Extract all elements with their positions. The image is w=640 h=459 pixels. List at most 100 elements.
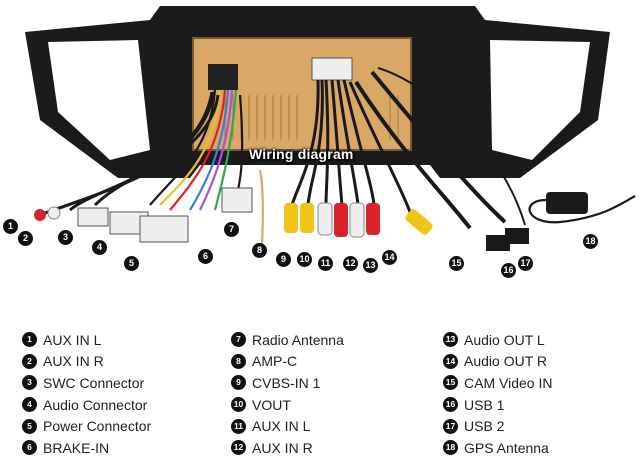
legend-number: 16	[443, 397, 458, 413]
legend-number: 13	[443, 332, 458, 348]
legend-item: 4 Audio Connector	[22, 394, 151, 416]
antenna-plug	[221, 187, 253, 213]
swc-plug	[77, 207, 109, 227]
legend-label: CVBS-IN 1	[252, 374, 321, 391]
legend-label: BRAKE-IN	[43, 439, 110, 456]
legend-item: 9 CVBS-IN 1	[231, 372, 344, 394]
rca-yellow-1	[284, 203, 298, 233]
rca-white-2	[349, 202, 365, 238]
legend-number: 8	[231, 353, 246, 369]
marker-3: 3	[58, 230, 73, 245]
legend-number: 2	[22, 353, 37, 369]
legend-label: CAM Video IN	[464, 374, 553, 391]
legend-label: Radio Antenna	[252, 331, 344, 348]
legend-label: AUX IN R	[43, 353, 104, 370]
legend-number: 17	[443, 418, 458, 434]
head-unit-drawing	[25, 6, 636, 251]
legend-label: AUX IN R	[252, 439, 313, 456]
rca-white-1	[317, 202, 333, 236]
marker-7: 7	[224, 222, 239, 237]
frame-left-opening	[48, 40, 150, 160]
rca-red-1	[334, 203, 348, 237]
legend-item: 8 AMP-C	[231, 351, 344, 373]
marker-17: 17	[518, 256, 533, 271]
legend-item: 15 CAM Video IN	[443, 372, 552, 394]
legend-item: 17 USB 2	[443, 415, 552, 437]
marker-6: 6	[198, 249, 213, 264]
wire-harness	[44, 67, 526, 246]
legend-item: 2 AUX IN R	[22, 351, 151, 373]
legend-column-1: 1 AUX IN L 2 AUX IN R 3 SWC Connector 4 Audi…	[22, 329, 151, 459]
legend-column-3: 13 Audio OUT L 14 Audio OUT R 15 CAM Video …	[443, 329, 552, 459]
legend-number: 9	[231, 375, 246, 391]
marker-9: 9	[276, 252, 291, 267]
connector-block-main	[208, 64, 238, 90]
legend-item: 14 Audio OUT R	[443, 351, 552, 373]
legend-item: 13 Audio OUT L	[443, 329, 552, 351]
frame-right-opening	[490, 40, 590, 160]
legend-number: 7	[231, 332, 246, 348]
gps-antenna-cable	[528, 195, 636, 224]
marker-13: 13	[363, 258, 378, 273]
diagram-title: Wiring diagram	[249, 146, 354, 162]
legend-label: AMP-C	[252, 353, 298, 370]
rca-yellow-2	[300, 203, 314, 233]
legend-label: SWC Connector	[43, 374, 145, 391]
unit-board	[192, 37, 412, 151]
marker-18: 18	[583, 234, 598, 249]
legend-item: 7 Radio Antenna	[231, 329, 344, 351]
legend-label: USB 2	[464, 418, 505, 435]
legend-number: 14	[443, 353, 458, 369]
usb-plug-1	[486, 235, 510, 251]
power-plug	[139, 215, 189, 243]
legend-label: USB 1	[464, 396, 505, 413]
legend-label: GPS Antenna	[464, 439, 549, 456]
legend-item: 3 SWC Connector	[22, 372, 151, 394]
legend-item: 11 AUX IN L	[231, 415, 344, 437]
legend-number: 5	[22, 418, 37, 434]
rca-red-left	[34, 209, 46, 221]
legend-label: Audio OUT L	[464, 331, 545, 348]
marker-14: 14	[382, 250, 397, 265]
gps-antenna-body	[546, 192, 588, 214]
legend-number: 6	[22, 440, 37, 456]
legend-item: 18 GPS Antenna	[443, 437, 552, 459]
rca-yellow-cam	[405, 209, 433, 235]
rca-white-left	[47, 206, 61, 220]
marker-8: 8	[252, 243, 267, 258]
legend-number: 1	[22, 332, 37, 348]
marker-11: 11	[318, 256, 333, 271]
plug-connectors	[34, 187, 636, 251]
legend-label: Power Connector	[43, 418, 152, 435]
marker-12: 12	[343, 256, 358, 271]
legend-item: 6 BRAKE-IN	[22, 437, 151, 459]
rca-red-2	[366, 203, 380, 235]
legend-number: 3	[22, 375, 37, 391]
marker-4: 4	[92, 240, 107, 255]
usb-plug-2	[505, 228, 529, 244]
legend-number: 11	[231, 418, 246, 434]
marker-5: 5	[124, 256, 139, 271]
legend-label: Audio Connector	[43, 396, 148, 413]
legend-number: 4	[22, 397, 37, 413]
legend-label: AUX IN L	[43, 331, 102, 348]
legend-number: 10	[231, 397, 246, 413]
legend-number: 15	[443, 375, 458, 391]
legend-item: 12 AUX IN R	[231, 437, 344, 459]
marker-1: 1	[3, 219, 18, 234]
legend-number: 18	[443, 440, 458, 456]
marker-10: 10	[297, 252, 312, 267]
legend-label: VOUT	[252, 396, 291, 413]
marker-2: 2	[18, 231, 33, 246]
marker-16: 16	[501, 263, 516, 278]
legend-label: AUX IN L	[252, 418, 311, 435]
wiring-diagram-illustration: Wiring diagram 1 2 3 4 5 6 7 8 9 10 11 1…	[3, 6, 636, 278]
legend-item: 1 AUX IN L	[22, 329, 151, 351]
legend-item: 10 VOUT	[231, 394, 344, 416]
legend-label: Audio OUT R	[464, 353, 547, 370]
legend-item: 5 Power Connector	[22, 415, 151, 437]
legend-number: 12	[231, 440, 246, 456]
connector-block-top	[311, 57, 353, 81]
